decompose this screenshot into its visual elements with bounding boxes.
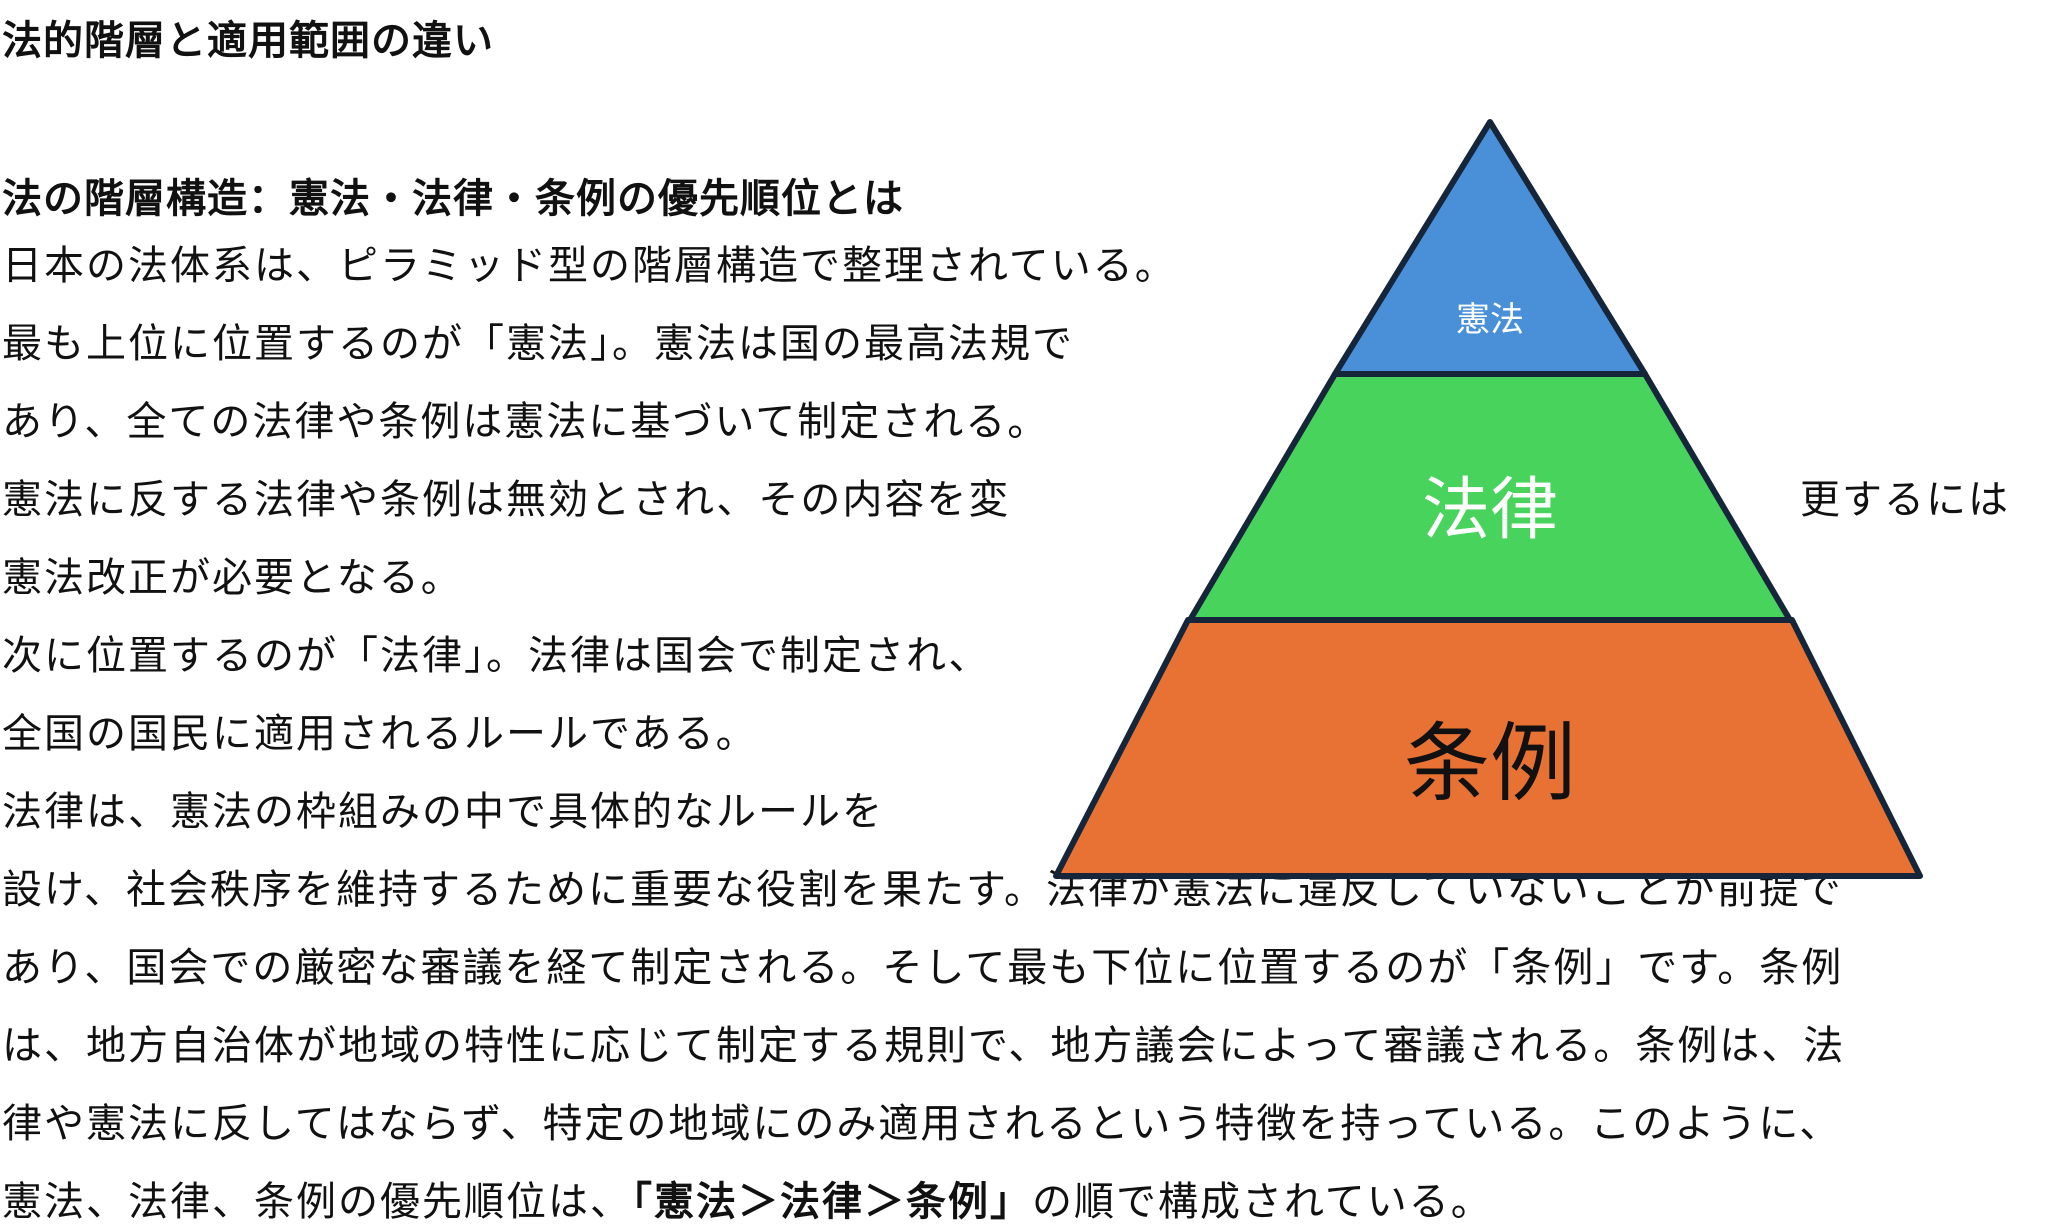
summary-suffix: の順で構成されている。 [1032,1179,1493,1225]
summary-order: 「憲法＞法律＞条例」 [632,1178,1032,1225]
section-heading: 法の階層構造：憲法・法律・条例の優先順位とは [2,175,904,222]
summary-prefix: 憲法、法律、条例の優先順位は、 [2,1179,632,1225]
body-line-6: 次に位置するのが「法律」。法律は国会で制定され、 [2,633,991,679]
pyramid-label-ordinance: 条例 [1404,714,1576,814]
body-line-7: 全国の国民に適用されるルールである。 [2,711,758,757]
body-line-4: 憲法に反する法律や条例は無効とされ、その内容を変 [2,477,1011,523]
body-line-11: は、地方自治体が地域の特性に応じて制定する規則で、地方議会によって審議される。条… [2,1023,1846,1069]
body-line-2: 最も上位に位置するのが「憲法」。憲法は国の最高法規で [2,321,1074,367]
body-line-12: 律や憲法に反してはならず、特定の地域にのみ適用されるという特徴を持っている。この… [2,1101,1842,1147]
body-line-10: あり、国会での厳密な審議を経て制定される。そして最も下位に位置するのが「条例」で… [2,945,1844,991]
pyramid-label-law: 法律 [1421,471,1558,550]
body-line-13: 憲法、法律、条例の優先順位は、「憲法＞法律＞条例」の順で構成されている。 [2,1179,1493,1225]
body-line-5: 憲法改正が必要となる。 [2,555,463,601]
body-line-9: 設け、社会秩序を維持するために重要な役割を果たす。法律が憲法に違反していないこと… [2,867,1843,913]
body-line-8: 法律は、憲法の枠組みの中で具体的なルールを [2,789,884,835]
document-title: 法的階層と適用範囲の違い [2,17,494,64]
pyramid-label-constitution: 憲法 [1456,300,1524,340]
body-line-3: あり、全ての法律や条例は憲法に基づいて制定される。 [2,399,1050,445]
body-line-1: 日本の法体系は、ピラミッド型の階層構造で整理されている。 [2,243,1177,289]
body-line-4-continuation: 更するには [1800,477,2010,523]
